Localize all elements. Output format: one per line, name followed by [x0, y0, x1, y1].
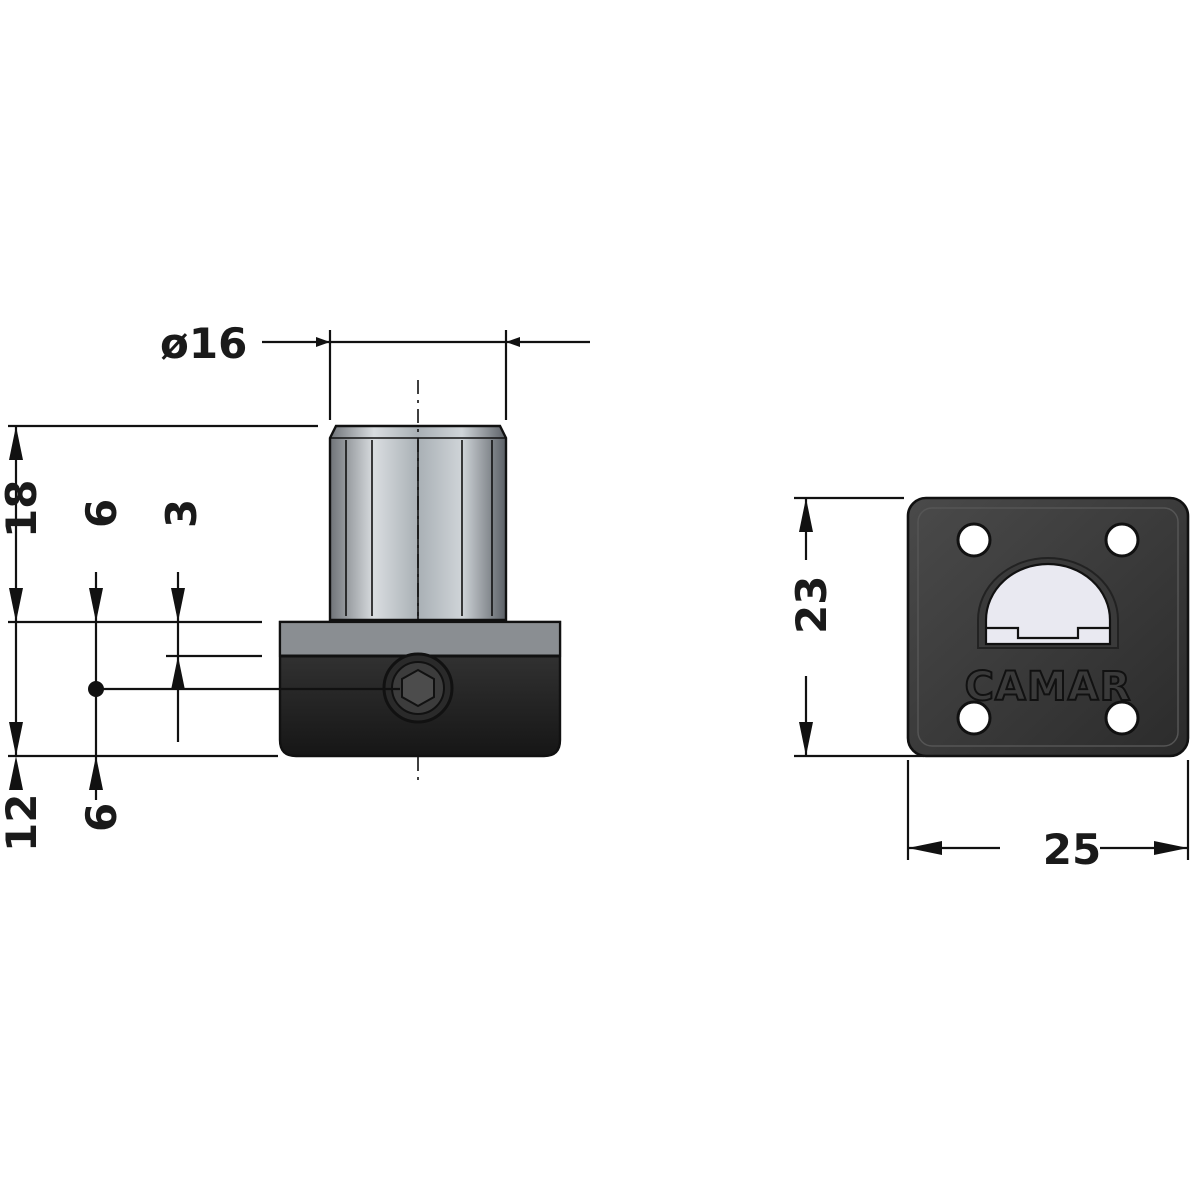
dim-arrow [799, 722, 813, 756]
dim-lower-6: 6 [77, 803, 126, 832]
dim-arrow [171, 656, 185, 690]
dim-arrow [171, 588, 185, 622]
dim-arrow [89, 756, 103, 790]
dim-height-23: 23 [787, 576, 836, 634]
dim-arrow [89, 588, 103, 622]
dim-arrow [9, 426, 23, 460]
side-view: ø16 18 12 6 6 3 [0, 319, 590, 852]
dim-height-12: 12 [0, 794, 46, 852]
keyway [977, 557, 1119, 649]
dim-height-18: 18 [0, 480, 46, 538]
dim-arrow [799, 498, 813, 532]
dim-offset-3: 3 [157, 499, 206, 528]
dim-arrow [9, 756, 23, 790]
screw-holes [956, 522, 1140, 736]
dim-arrow [1154, 841, 1188, 855]
dim-arrow [9, 722, 23, 756]
front-view: CAMAR 23 25 [787, 496, 1190, 874]
dim-arrow [908, 841, 942, 855]
dim-upper-6: 6 [77, 499, 126, 528]
dim-arrow [9, 588, 23, 622]
dim-width-25: 25 [1043, 825, 1101, 874]
brand-logo: CAMAR [965, 664, 1132, 710]
dim-diameter: ø16 [160, 319, 247, 368]
